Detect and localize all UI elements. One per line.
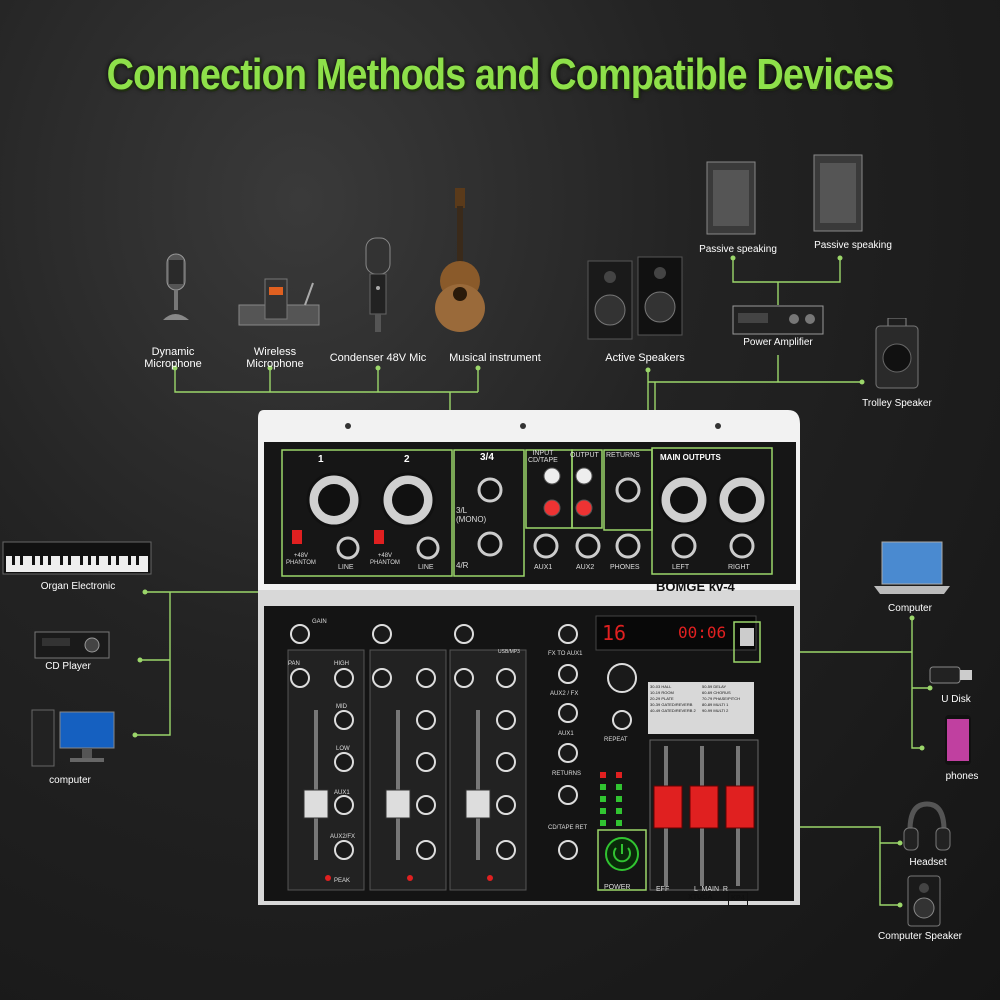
usb-mp3-label: USB/MP3	[498, 649, 520, 655]
dynamic-microphone-label: Dynamic Microphone	[144, 346, 202, 370]
output-label: OUTPUT	[570, 452, 599, 459]
returns-knob-label: RETURNS	[552, 771, 582, 777]
display-number: 16	[602, 621, 627, 645]
fx-list-b: 50-59 DELAY 60-69 CHORUS 70-79 PHASE/PIT…	[702, 684, 754, 714]
high-label: HIGH	[334, 661, 349, 667]
smartphone-icon	[945, 715, 971, 765]
aux2-out-label: AUX2	[576, 564, 595, 571]
line-label-2: LINE	[418, 564, 434, 571]
ch34-label: 3/4	[480, 452, 494, 463]
trolley-speaker-label: Trolley Speaker	[862, 398, 932, 409]
low-label: LOW	[336, 746, 350, 752]
mixer-body	[258, 410, 800, 905]
active-speakers-icon	[587, 256, 683, 340]
fx-item: 60-69 CHORUS	[702, 690, 731, 695]
peak-label: PEAK	[334, 878, 351, 884]
l-main-r-label: L MAIN R	[694, 886, 728, 893]
phones-label: phones	[945, 771, 979, 782]
fx-item: 20-29 PLATE	[650, 696, 674, 701]
main-outputs-label: MAIN OUTPUTS	[660, 453, 721, 462]
computer-left-label: computer	[49, 775, 91, 786]
aux1-knob-label: AUX1	[334, 790, 350, 796]
fx-item: 80-89 MULTI 1	[702, 702, 729, 707]
ukulele-icon	[435, 188, 485, 332]
line-label-1: LINE	[338, 564, 354, 571]
fx-to-aux1-label: FX TO AUX1	[548, 651, 583, 657]
left-out-label: LEFT	[672, 564, 690, 571]
right-out-label: RIGHT	[728, 564, 750, 571]
returns-label: RETURNS	[606, 452, 640, 459]
passive-speaker-left-label: Passive speaking	[699, 244, 777, 255]
passive-speaker-right-icon	[813, 154, 863, 232]
brand-name: BOMGE	[656, 579, 706, 594]
power-amplifier-label: Power Amplifier	[743, 337, 813, 348]
pan-label: PAN	[288, 661, 300, 667]
right4-label: 4/R	[456, 561, 469, 570]
dynamic-microphone-icon	[163, 253, 189, 320]
fx-item: 10-19 ROOM	[650, 690, 674, 695]
logo-model: KP4	[728, 892, 748, 906]
headset-label: Headset	[909, 857, 947, 868]
musical-instrument-label: Musical instrument	[449, 352, 541, 364]
usb-disk-icon	[929, 666, 972, 684]
phantom-label-2: +48V PHANTOM	[370, 553, 400, 566]
computer-speaker-label: Computer Speaker	[878, 931, 962, 942]
repeat-label: REPEAT	[604, 737, 628, 743]
power-label: POWER	[604, 884, 631, 891]
desktop-computer-icon	[31, 709, 115, 767]
phantom-label-1: +48V PHANTOM	[286, 553, 316, 566]
trolley-speaker-icon	[875, 318, 919, 389]
ch1-label: 1	[318, 454, 324, 465]
brand-label: BOMGE kv-4	[656, 579, 735, 594]
aux1-master-label: AUX1	[558, 731, 574, 737]
cd-player-label: CD Player	[45, 661, 91, 672]
ch2-label: 2	[404, 454, 410, 465]
condenser-microphone-icon	[365, 237, 391, 332]
model-name: kv-4	[708, 579, 735, 594]
wireless-microphone-label: Wireless Microphone	[246, 346, 304, 370]
laptop-icon	[874, 541, 950, 594]
display-time: 00:06	[678, 623, 727, 642]
computer-right-label: Computer	[888, 603, 932, 614]
mixer: 1 2 3/4 +48V PHANTOM +48V PHANTOM LINE L…	[258, 410, 800, 906]
fx-item: 90-99 MULTI 2	[702, 708, 729, 713]
cd-player-icon	[34, 631, 110, 659]
aux2-fx-master-label: AUX2 / FX	[550, 691, 579, 697]
cd-tape-ret-label: CD/TAPE RET	[548, 825, 588, 831]
page-title: Connection Methods and Compatible Device…	[106, 50, 895, 99]
keyboard-icon	[2, 541, 152, 575]
input-cd-label: INPUT CD/TAPE	[528, 450, 558, 464]
aux1-out-label: AUX1	[534, 564, 553, 571]
fx-item: 30-39 GATED/REVERB	[650, 702, 693, 707]
active-speakers-label: Active Speakers	[605, 352, 685, 364]
fx-item: 50-59 DELAY	[702, 684, 727, 689]
headset-icon	[903, 801, 951, 851]
mono-label: 3/L (MONO)	[456, 506, 487, 524]
fx-list-a: 30-03 HALL 10-19 ROOM 20-29 PLATE 30-39 …	[650, 684, 700, 714]
fx-item: 30-03 HALL	[650, 684, 672, 689]
u-disk-label: U Disk	[941, 694, 971, 705]
wireless-microphone-icon	[238, 278, 320, 326]
eff-label: EFF	[656, 886, 670, 893]
power-amplifier-icon	[732, 305, 824, 335]
phones-out-label: PHONES	[610, 564, 640, 571]
condenser-microphone-label: Condenser 48V Mic	[329, 352, 427, 364]
logo-brand: XTUGA	[688, 894, 713, 901]
aux2fx-knob-label: AUX2/FX	[330, 834, 356, 840]
passive-speaker-right-label: Passive speaking	[814, 240, 892, 251]
computer-speaker-icon	[907, 875, 941, 927]
mid-label: MID	[336, 704, 347, 710]
organ-electronic-label: Organ Electronic	[40, 581, 116, 592]
gain-label: GAIN	[312, 619, 327, 625]
fx-item: 40-49 GATED/REVERB 2	[650, 708, 696, 713]
fx-item: 70-79 PHASE/PITCH	[702, 696, 741, 701]
passive-speaker-left-icon	[706, 161, 756, 235]
